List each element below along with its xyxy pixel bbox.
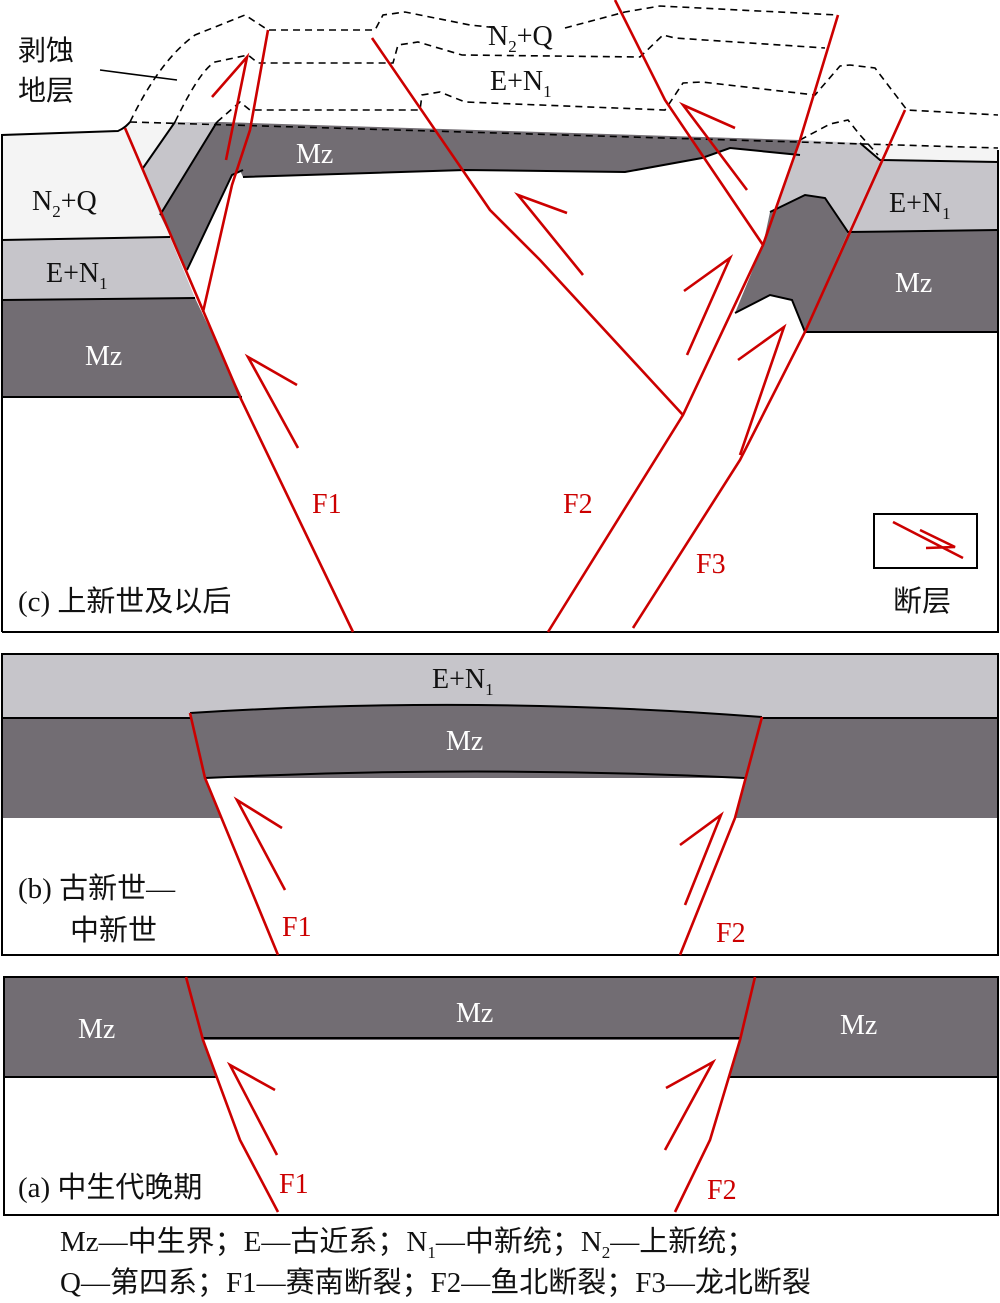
panel-b: E+N1 Mz F1 F2 (b) 古新世— 中新世 <box>1 653 999 956</box>
fault-label-f2: F2 <box>563 489 593 520</box>
n2q-fold-layer <box>130 122 175 168</box>
fault-arrow-icon <box>514 192 585 276</box>
eroded-base-dash <box>129 121 999 149</box>
block-outline <box>4 1037 998 1078</box>
en1-label: E+N1 <box>432 664 494 699</box>
mz-right-layer <box>805 230 998 332</box>
eroded-n2q-top-dash <box>129 11 499 123</box>
legend-box <box>873 513 978 569</box>
eroded-en1-top-dash <box>174 34 826 123</box>
en1-right-layer <box>848 160 998 232</box>
panel-a-frame <box>3 976 999 1216</box>
mz-left-label: Mz <box>78 1014 115 1045</box>
fold-boundaries <box>142 121 244 271</box>
n2q-eroded-label: N2+Q <box>488 21 553 56</box>
legend-label: 断层 <box>893 585 951 618</box>
surface-left-line <box>1 121 131 632</box>
fault-arrow-icon <box>679 811 724 906</box>
mz-left-layer <box>2 298 242 397</box>
mz-right-label: Mz <box>840 1010 877 1041</box>
en1-left-label: E+N1 <box>46 258 108 293</box>
fault-f2-branch <box>370 37 684 416</box>
en1-left-layer <box>2 237 195 300</box>
fault-label-f2: F2 <box>707 1175 737 1206</box>
mz-left-label: Mz <box>85 341 122 372</box>
fault-arrow-icon <box>678 101 749 191</box>
fault-f2 <box>678 716 764 956</box>
fault-arrow-icon <box>737 323 787 456</box>
fault-arrow-icon <box>244 353 300 449</box>
fault-label-f1: F1 <box>312 489 342 520</box>
n2q-left-label: N2+Q <box>32 186 97 221</box>
en1-eroded-label: E+N1 <box>490 66 552 101</box>
right-layer-boundaries <box>734 142 999 333</box>
en1-right-label: E+N1 <box>889 188 951 223</box>
eroded-leader-line <box>99 69 178 81</box>
fault-f1-main <box>123 127 355 633</box>
n2q-left-layer <box>2 122 170 240</box>
panel-c-caption: (c) 上新世及以后 <box>18 585 231 618</box>
mz-central-block <box>190 704 762 778</box>
mz-right-label: Mz <box>895 268 932 299</box>
fault-arrow-icon <box>683 254 734 356</box>
footnote-line-2: Q—第四系；F1—赛南断裂；F2—鱼北断裂；F3—龙北断裂 <box>60 1266 811 1299</box>
panel-b-caption: (b) 古新世— <box>18 872 176 905</box>
mz-top-label: Mz <box>296 139 333 170</box>
left-layer-boundaries <box>1 236 242 398</box>
fault-label-f2: F2 <box>716 918 746 949</box>
eroded-strata-label: 剥蚀 <box>18 35 74 67</box>
mz-top-base-line <box>242 146 801 178</box>
panel-c: 剥蚀 地层 N2+Q E+N1 Mz Mz N2+Q E+N1 E+N1 Mz … <box>1 0 999 633</box>
panel-a-caption: (a) 中生代晚期 <box>18 1171 202 1204</box>
fault-arrow-icon <box>211 52 250 161</box>
mz-label: Mz <box>446 726 483 757</box>
panel-a: Mz Mz Mz F1 F2 (a) 中生代晚期 <box>3 976 999 1216</box>
fault-label-f1: F1 <box>279 1169 309 1200</box>
fault-f2 <box>673 976 757 1213</box>
fault-arrow-icon <box>663 1058 717 1151</box>
eroded-n2q-top-dash-2 <box>564 5 839 29</box>
block-outline <box>2 703 998 779</box>
eroded-mz-top-dash <box>216 64 999 123</box>
en1-fold-layer <box>143 122 217 215</box>
fault-f1 <box>184 976 280 1213</box>
fault-label-f1: F1 <box>282 912 312 943</box>
footnote-line-1: Mz—中生界；E—古近系；N1—中新统；N2—上新统； <box>60 1225 755 1262</box>
fault-f3 <box>631 109 907 629</box>
fault-f1-branch <box>201 29 270 313</box>
fault-arrow-icon <box>226 1061 279 1156</box>
fault-f1 <box>188 712 280 956</box>
void-under-block <box>203 1040 740 1077</box>
fault-f2-upper <box>613 0 765 246</box>
eroded-strata-label: 地层 <box>18 75 74 107</box>
panel-b-caption-2: 中新世 <box>70 914 157 947</box>
void-under-block <box>205 778 745 818</box>
mz-center-label: Mz <box>456 998 493 1029</box>
eroded-right-dash <box>799 119 879 156</box>
mz-top-layer <box>217 122 800 177</box>
panel-b-frame <box>1 653 999 956</box>
panel-c-frame <box>2 150 999 633</box>
legend-fault-icon <box>892 520 964 560</box>
fault-label-f3: F3 <box>696 549 726 580</box>
fault-arrow-icon <box>233 796 287 891</box>
